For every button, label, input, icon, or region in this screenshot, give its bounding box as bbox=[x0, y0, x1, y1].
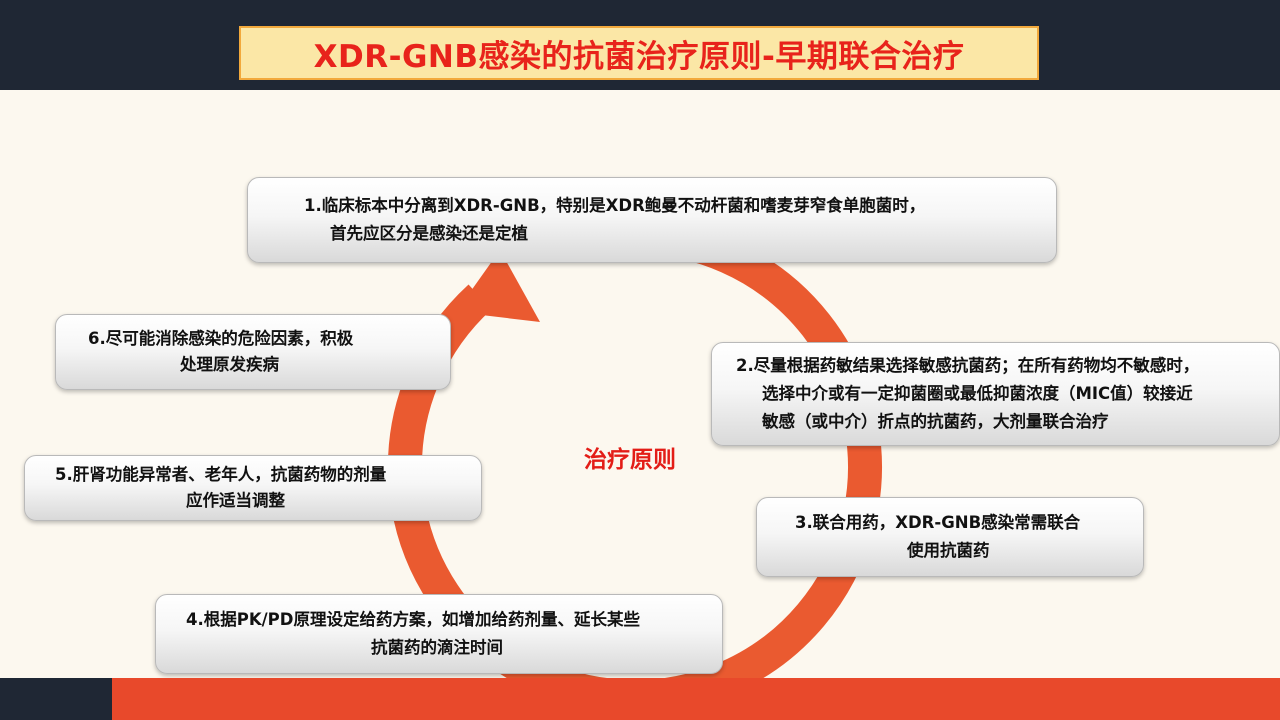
step-5-line-1: 5.肝肾功能异常者、老年人，抗菌药物的剂量 bbox=[55, 465, 387, 484]
title-box: XDR-GNB感染的抗菌治疗原则-早期联合治疗 bbox=[239, 26, 1039, 80]
step-4-box: 4.根据PK/PD原理设定给药方案，如增加给药剂量、延长某些 抗菌药的滴注时间 bbox=[155, 594, 723, 674]
step-5-line-2: 应作适当调整 bbox=[186, 491, 285, 510]
step-3-box: 3.联合用药，XDR-GNB感染常需联合 使用抗菌药 bbox=[756, 497, 1144, 577]
page-title: XDR-GNB感染的抗菌治疗原则-早期联合治疗 bbox=[313, 38, 965, 75]
step-1-line-1: 1.临床标本中分离到XDR-GNB，特别是XDR鲍曼不动杆菌和嗜麦芽窄食单胞菌时… bbox=[304, 196, 926, 215]
step-4-line-1: 4.根据PK/PD原理设定给药方案，如增加给药剂量、延长某些 bbox=[186, 610, 640, 629]
center-label: 治疗原则 bbox=[584, 447, 676, 473]
step-6-box: 6.尽可能消除感染的危险因素，积极 处理原发疾病 bbox=[55, 314, 451, 390]
footer-accent-bar bbox=[112, 678, 1280, 720]
step-6-line-2: 处理原发疾病 bbox=[180, 355, 279, 374]
step-2-line-2: 选择中介或有一定抑菌圈或最低抑菌浓度（MIC值）较接近 bbox=[762, 384, 1193, 403]
footer-dark-block bbox=[0, 678, 112, 720]
step-2-line-3: 敏感（或中介）折点的抗菌药，大剂量联合治疗 bbox=[762, 412, 1109, 431]
step-3-line-1: 3.联合用药，XDR-GNB感染常需联合 bbox=[795, 513, 1081, 532]
step-1-box: 1.临床标本中分离到XDR-GNB，特别是XDR鲍曼不动杆菌和嗜麦芽窄食单胞菌时… bbox=[247, 177, 1057, 263]
step-2-line-1: 2.尽量根据药敏结果选择敏感抗菌药；在所有药物均不敏感时， bbox=[736, 356, 1200, 375]
step-3-line-2: 使用抗菌药 bbox=[907, 541, 990, 560]
step-5-box: 5.肝肾功能异常者、老年人，抗菌药物的剂量 应作适当调整 bbox=[24, 455, 482, 521]
cycle-arrow-head bbox=[456, 250, 540, 322]
step-6-line-1: 6.尽可能消除感染的危险因素，积极 bbox=[88, 329, 354, 348]
step-1-line-2: 首先应区分是感染还是定植 bbox=[330, 224, 528, 243]
step-4-line-2: 抗菌药的滴注时间 bbox=[371, 638, 503, 657]
step-2-box: 2.尽量根据药敏结果选择敏感抗菌药；在所有药物均不敏感时， 选择中介或有一定抑菌… bbox=[711, 342, 1280, 446]
